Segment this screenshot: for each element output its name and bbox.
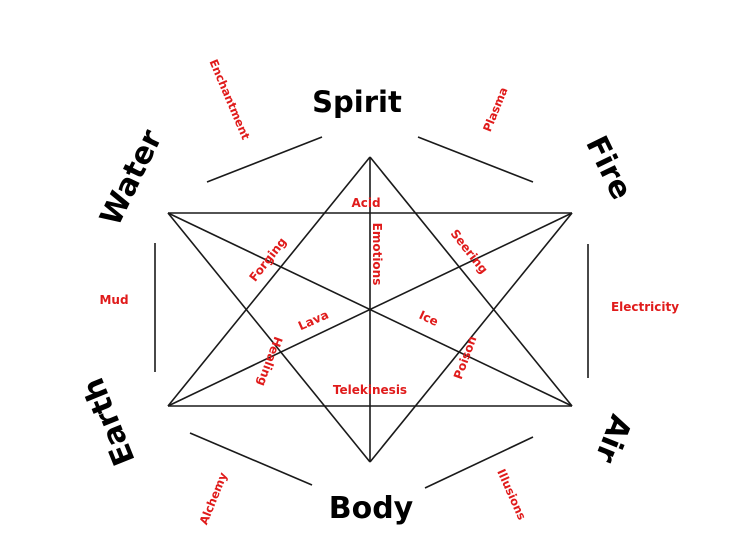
- combo-electricity-label: Electricity: [611, 300, 679, 314]
- combo-forging-label: Forging: [246, 235, 289, 284]
- element-water-label: Water: [93, 124, 169, 231]
- diagonal-line-b: [167, 212, 573, 407]
- combo-ice-label: Ice: [417, 308, 441, 329]
- combo-plasma-label: Plasma: [480, 85, 510, 134]
- up-triangle-right-edge: [369, 156, 573, 407]
- combo-emotions-label: Emotions: [370, 223, 384, 286]
- combo-alchemy-label: Alchemy: [196, 470, 230, 527]
- outer-segment-air-body: [424, 436, 534, 489]
- combo-telekinesis-label: Telekinesis: [333, 383, 407, 397]
- down-triangle-right-edge: [369, 212, 573, 463]
- combo-illusions-label: Illusions: [494, 467, 529, 522]
- element-body-label: Body: [329, 491, 414, 526]
- combo-lava-label: Lava: [296, 308, 331, 334]
- element-air-label: Air: [587, 410, 638, 468]
- combo-healing-label: Healing: [254, 335, 285, 388]
- element-fire-label: Fire: [578, 131, 638, 206]
- outer-segment-spirit-fire: [417, 136, 534, 183]
- element-earth-label: Earth: [76, 373, 143, 471]
- element-spirit-label: Spirit: [312, 85, 402, 119]
- combo-acid-label: Acid: [351, 196, 380, 210]
- combo-enchantment-label: Enchantment: [206, 57, 253, 142]
- outer-segment-spirit-water: [206, 136, 323, 183]
- up-triangle-left-edge: [167, 156, 371, 407]
- outer-segment-body-earth: [189, 432, 313, 486]
- down-triangle-left-edge: [167, 212, 371, 463]
- combo-mud-label: Mud: [99, 293, 128, 307]
